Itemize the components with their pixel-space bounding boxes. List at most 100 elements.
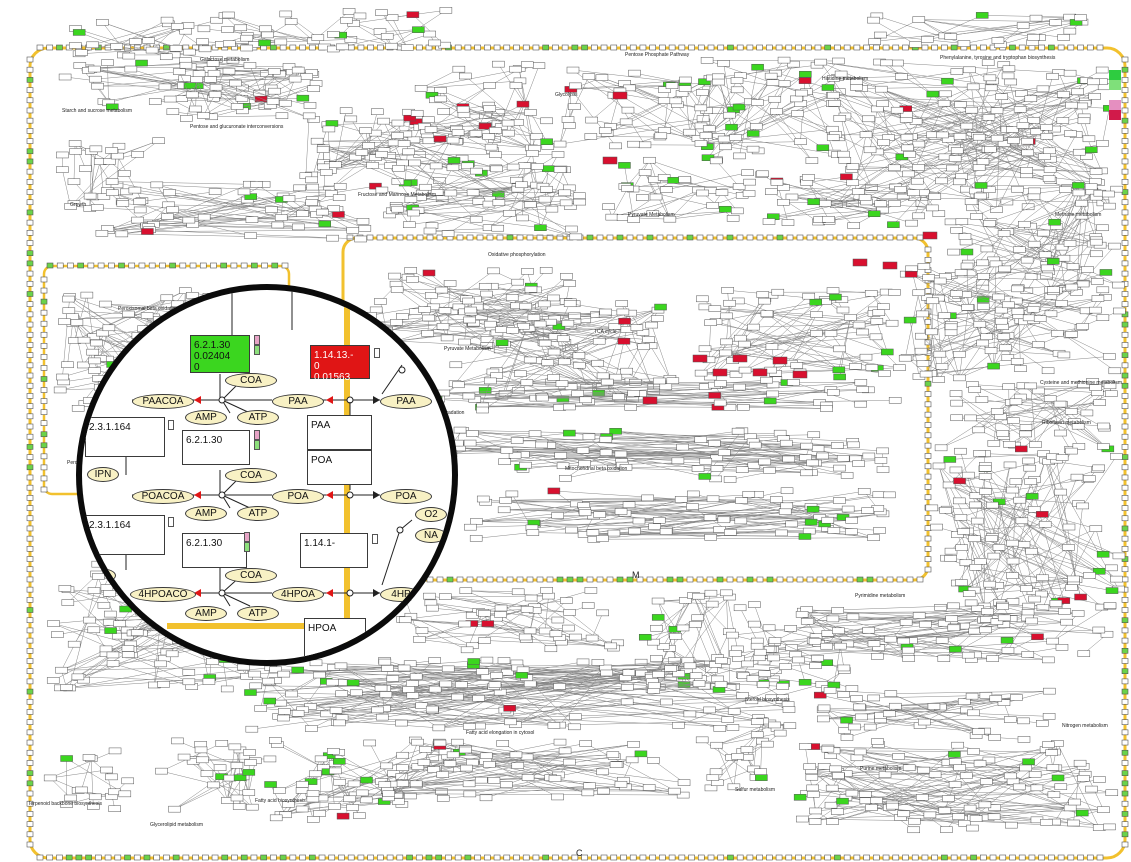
enzyme-node <box>919 620 932 628</box>
enzyme-node <box>463 316 476 324</box>
transport-node <box>1121 423 1129 430</box>
reaction-edge <box>690 665 776 671</box>
reaction-edge <box>959 307 969 378</box>
reaction-edge <box>567 76 590 120</box>
transport-node <box>1121 637 1129 644</box>
transport-node <box>445 854 452 861</box>
enzyme-node <box>995 317 1008 325</box>
transport-node <box>561 854 569 861</box>
enzyme-node <box>346 679 360 686</box>
transport-node <box>556 234 564 241</box>
transport-node <box>40 354 48 360</box>
enzyme-node <box>1058 608 1071 615</box>
enzyme-node <box>733 383 746 391</box>
enzyme-node <box>573 192 586 199</box>
enzyme-node <box>307 85 320 92</box>
enzyme-node <box>540 586 553 594</box>
enzyme-node <box>437 108 451 115</box>
transport-node <box>616 576 624 583</box>
enzyme-node <box>362 142 375 149</box>
enzyme-node <box>763 397 777 405</box>
enzyme-node <box>1015 517 1029 525</box>
enzyme-node <box>776 694 789 701</box>
enzyme-node <box>197 213 211 221</box>
transport-node <box>496 576 504 583</box>
transport-node <box>856 234 864 241</box>
reaction-edge <box>651 325 671 379</box>
transport-node <box>406 854 413 861</box>
reaction-edge <box>179 71 196 110</box>
reaction-edge <box>970 381 1093 419</box>
enzyme-node <box>800 442 813 450</box>
enzyme-node <box>340 17 353 24</box>
transport-node <box>806 234 814 241</box>
reaction-edge <box>572 69 685 84</box>
reaction-edge <box>946 508 1042 595</box>
enzyme-node <box>573 198 586 206</box>
enzyme-node <box>933 350 947 358</box>
enzyme-node <box>833 373 846 381</box>
enzyme-node <box>872 309 886 316</box>
transport-node <box>536 234 544 241</box>
enzyme-node <box>820 642 833 650</box>
reaction-edge <box>438 675 652 729</box>
enzyme-node <box>593 511 606 518</box>
transport-node <box>921 854 929 861</box>
enzyme-node <box>953 374 966 382</box>
enzyme-node <box>221 26 234 33</box>
enzyme-node <box>925 204 939 212</box>
transport-node <box>1121 709 1129 715</box>
enzyme-node <box>857 488 871 495</box>
transport-node <box>516 234 524 241</box>
enzyme-node <box>1065 584 1078 591</box>
transport-node <box>846 234 854 241</box>
transport-node <box>503 854 511 861</box>
transport-node <box>676 576 684 583</box>
enzyme-node <box>346 227 359 234</box>
enzyme-node <box>918 718 931 726</box>
enzyme-node <box>1027 506 1041 513</box>
reaction-edge <box>902 103 945 197</box>
reaction-edge <box>102 22 130 57</box>
enzyme-node <box>833 642 847 650</box>
transport-node <box>240 854 248 861</box>
enzyme-node <box>976 339 990 347</box>
reaction-edge <box>465 590 576 638</box>
enzyme-node <box>466 189 480 196</box>
transport-node <box>26 678 34 685</box>
enzyme-node <box>1007 417 1020 424</box>
transport-node <box>616 234 624 241</box>
reaction-edge <box>992 636 1038 659</box>
reaction-edge <box>791 182 853 198</box>
enzyme-node <box>514 370 527 377</box>
enzyme-node <box>202 678 216 685</box>
enzyme-node <box>683 128 696 136</box>
enzyme-node <box>277 714 290 722</box>
transport-node <box>636 576 644 583</box>
reaction-edge <box>544 596 549 632</box>
reaction-edge <box>1021 392 1098 450</box>
transport-node <box>435 854 443 861</box>
enzyme-node <box>1054 429 1067 437</box>
enzyme-node <box>540 185 553 193</box>
reaction-edge <box>1004 215 1083 270</box>
transport-node <box>221 854 229 861</box>
enzyme-node <box>996 430 1010 437</box>
enzyme-node <box>561 116 575 123</box>
enzyme-node <box>1036 604 1050 612</box>
reaction-edge <box>678 673 735 712</box>
enzyme-node <box>968 627 982 635</box>
enzyme-node <box>1024 273 1038 280</box>
transport-node <box>85 854 92 861</box>
enzyme-node <box>89 75 102 83</box>
reaction-edge <box>666 517 711 531</box>
transport-node <box>646 576 654 583</box>
enzyme-node <box>1055 454 1069 461</box>
transport-node <box>308 854 316 861</box>
enzyme-node <box>622 501 636 509</box>
transport-node <box>26 688 34 695</box>
transport-node <box>169 262 176 269</box>
enzyme-node <box>706 202 719 209</box>
transport-node <box>1121 301 1129 307</box>
enzyme-node <box>709 157 723 165</box>
